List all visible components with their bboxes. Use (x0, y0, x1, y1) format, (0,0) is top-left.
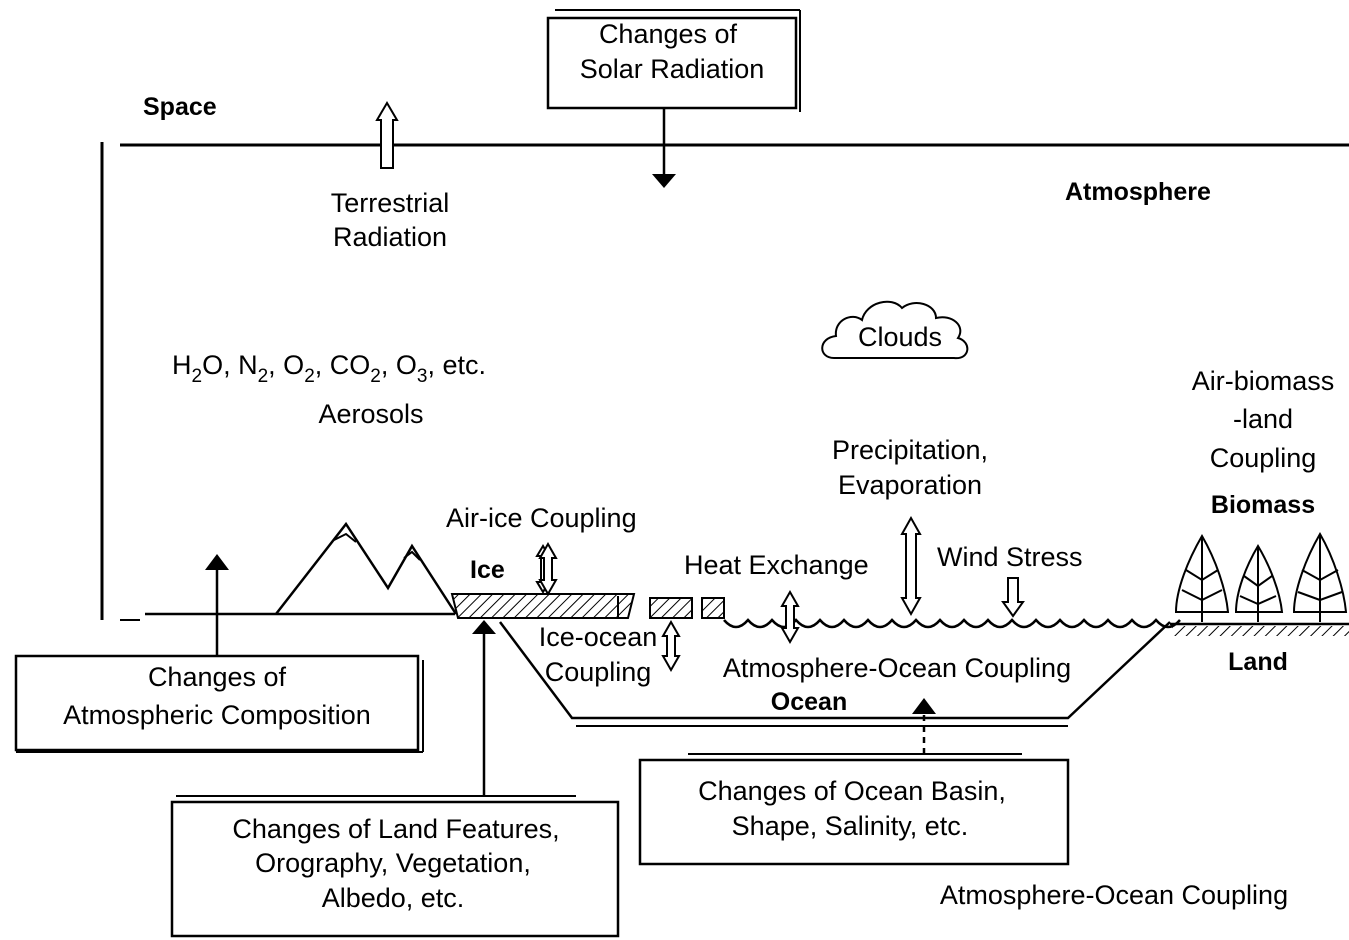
land-features-box: Changes of Land Features, Orography, Veg… (170, 795, 620, 938)
atm-comp-box-line-1: Changes of (148, 662, 287, 692)
terrestrial-label-1: Terrestrial (331, 188, 450, 218)
ice-sheet (450, 593, 636, 619)
ocean-box-line-2: Shape, Salinity, etc. (732, 811, 969, 841)
aerosols-label: Aerosols (318, 399, 423, 429)
ice-floe-1 (649, 597, 693, 619)
mountains-icon (275, 521, 458, 615)
gases-label: H2O, N2, O2, CO2, O3, etc. (172, 350, 486, 387)
wind-stress-arrow (1001, 577, 1025, 618)
land-features-arrow-head (472, 620, 496, 634)
ice-ocean-label-1: Ice-ocean (539, 622, 658, 652)
ocean-waves (723, 618, 1181, 629)
land-box-line-2: Orography, Vegetation, (255, 848, 531, 878)
mountain-snowcap (333, 532, 421, 561)
solar-arrow-head (652, 174, 676, 188)
atmospheric-composition-box: Changes of Atmospheric Composition (14, 654, 424, 753)
atmosphere-label: Atmosphere (1065, 178, 1211, 206)
land-hatch (1172, 626, 1349, 636)
air-biomass-label-1: Air-biomass (1192, 366, 1335, 396)
solar-box-line-2: Solar Radiation (580, 54, 765, 84)
ocean-basin-arrow-head (912, 698, 936, 714)
air-biomass-label-3: Coupling (1210, 443, 1317, 473)
solar-box-line-1: Changes of (599, 19, 738, 49)
ice-floe-2 (701, 597, 725, 619)
ocean-basin-box: Changes of Ocean Basin, Shape, Salinity,… (638, 753, 1070, 866)
wind-stress-label: Wind Stress (937, 542, 1083, 572)
clouds-label: Clouds (858, 322, 942, 352)
atm-ocean-inner-label: Atmosphere-Ocean Coupling (723, 653, 1071, 683)
precip-label-1: Precipitation, (832, 435, 988, 465)
biomass-label: Biomass (1211, 491, 1315, 519)
precip-evap-double-arrow (900, 515, 922, 617)
air-ice-label: Air-ice Coupling (446, 503, 637, 533)
ice-ocean-label-2: Coupling (545, 657, 652, 687)
ocean-label: Ocean (771, 688, 847, 716)
atm-comp-arrow-head (205, 554, 229, 570)
heat-exchange-label: Heat Exchange (684, 550, 869, 580)
tree-icon-2 (1234, 544, 1284, 622)
terrestrial-radiation-arrow (375, 101, 399, 169)
heat-exchange-double-arrow (780, 589, 800, 645)
atm-ocean-caption: Atmosphere-Ocean Coupling (940, 880, 1288, 910)
cloud-icon (821, 300, 969, 360)
land-label: Land (1228, 648, 1288, 676)
ocean-box-line-1: Changes of Ocean Basin, (698, 776, 1006, 806)
air-ice-double-arrow (535, 541, 558, 597)
air-biomass-label-2: -land (1233, 404, 1293, 434)
precip-label-2: Evaporation (838, 470, 982, 500)
space-label: Space (143, 93, 217, 121)
ice-ocean-double-arrow (661, 619, 681, 673)
tree-icon-1 (1174, 534, 1230, 622)
atm-comp-box-line-2: Atmospheric Composition (63, 700, 371, 730)
tree-icon-3 (1292, 532, 1348, 622)
solar-radiation-box: Changes of Solar Radiation (546, 9, 801, 112)
land-box-line-3: Albedo, etc. (322, 883, 465, 913)
ocean-basin (499, 621, 1171, 720)
ice-label: Ice (470, 556, 505, 584)
terrestrial-label-2: Radiation (333, 222, 447, 252)
land-box-line-1: Changes of Land Features, (232, 814, 559, 844)
